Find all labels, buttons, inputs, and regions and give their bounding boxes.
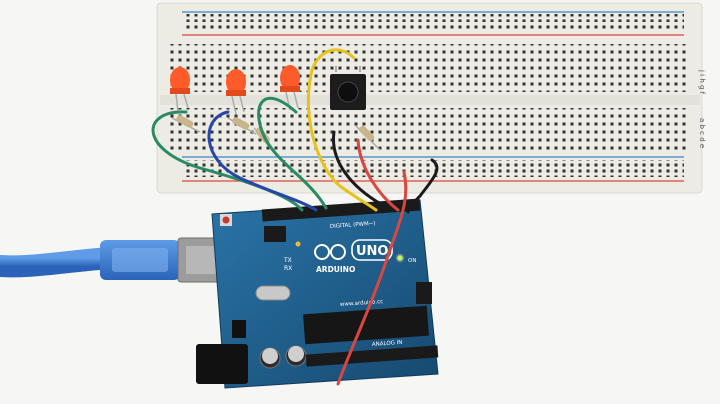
power-jack xyxy=(196,344,248,384)
analog-label: ANALOG IN xyxy=(372,340,403,348)
top-terminal-holes xyxy=(166,44,686,92)
tx-label: TX xyxy=(283,257,292,264)
arduino-logo: ARDUINO xyxy=(314,244,355,274)
top-rail-holes xyxy=(182,14,684,22)
crystal xyxy=(255,285,291,301)
wire-yellow xyxy=(307,48,378,212)
breadboard: j i h g f a b c d e xyxy=(156,2,706,194)
voltage-regulator xyxy=(232,320,246,338)
wire-green-2 xyxy=(257,96,328,210)
led-2 xyxy=(226,69,246,115)
atmega-chip xyxy=(303,305,429,345)
bottom-terminal-holes xyxy=(166,108,686,152)
wire-black-1 xyxy=(332,130,390,210)
tx-led xyxy=(295,241,301,247)
wire-red-1 xyxy=(356,138,400,212)
wire-red-2 xyxy=(336,170,408,386)
icsp-header xyxy=(416,282,432,304)
led-3 xyxy=(280,65,300,111)
row-letters-top: j i h g f xyxy=(698,69,706,95)
icsp-header-small xyxy=(264,226,286,242)
center-channel xyxy=(160,95,700,105)
jumper-wires xyxy=(151,48,439,386)
pushbutton xyxy=(330,66,366,110)
url-text: www.arduino.cc xyxy=(340,299,384,308)
resistor-4 xyxy=(355,125,381,151)
wire-blue xyxy=(207,110,318,212)
on-label: ON xyxy=(408,258,416,264)
arduino-logo-text: ARDUINO xyxy=(316,265,355,274)
resistor-2 xyxy=(227,117,257,135)
led-1 xyxy=(170,67,190,113)
power-analog-header xyxy=(305,345,439,367)
board-model: UNO xyxy=(356,244,389,259)
power-led xyxy=(397,255,403,261)
wire-black-2 xyxy=(406,158,439,214)
row-letters-bottom: a b c d e xyxy=(698,118,706,148)
digital-label: DIGITAL (PWM~) xyxy=(330,221,376,230)
rx-label: RX xyxy=(284,265,292,272)
arduino-uno-board: TX RX ARDUINO UNO DIGITAL (PWM~) ON www.… xyxy=(196,198,439,389)
resistor-1 xyxy=(171,115,201,133)
